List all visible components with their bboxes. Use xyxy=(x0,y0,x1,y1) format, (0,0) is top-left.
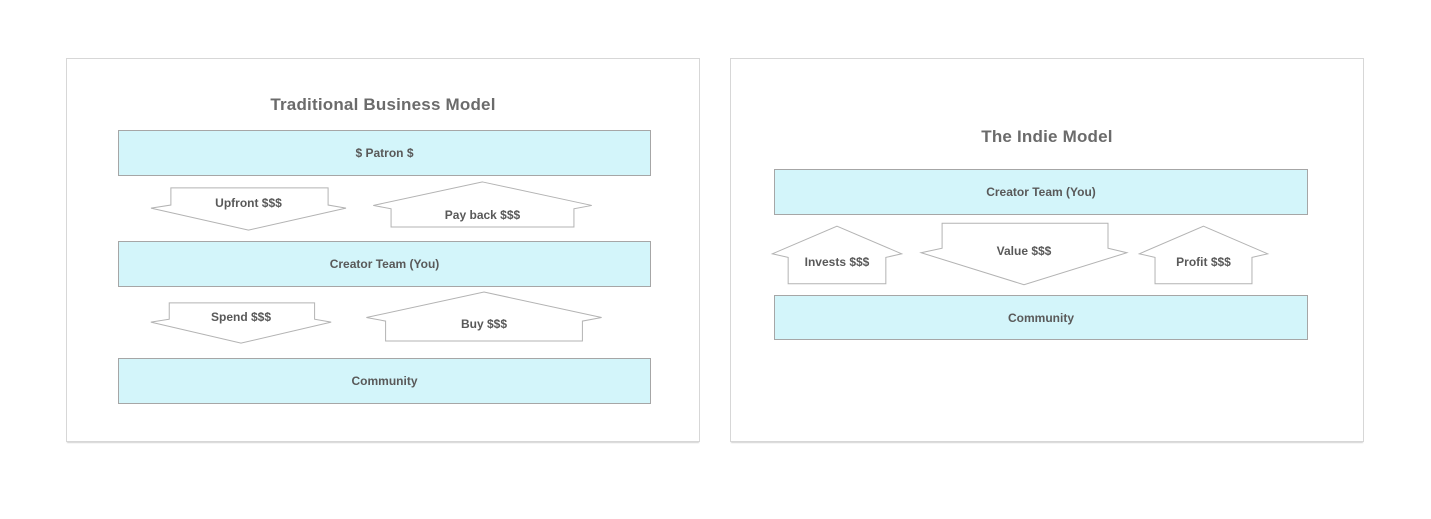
up-arrow-icon xyxy=(1138,225,1269,285)
box-creator-team: Creator Team (You) xyxy=(118,241,651,287)
arrow-label: Value $$$ xyxy=(996,244,1052,258)
arrow-spend: Spend $$$ xyxy=(149,302,333,344)
panel-title: The Indie Model xyxy=(981,127,1113,146)
box-label: Community xyxy=(351,374,418,388)
arrow-invests: Invests $$$ xyxy=(771,225,903,285)
arrow-label: Profit $$$ xyxy=(1176,255,1231,269)
up-arrow-icon xyxy=(371,181,594,228)
arrow-buy: Buy $$$ xyxy=(364,291,604,342)
arrow-label: Spend $$$ xyxy=(210,310,272,324)
box-label: Community xyxy=(1008,310,1074,325)
arrow-value: Value $$$ xyxy=(919,222,1129,286)
arrow-label: Invests $$$ xyxy=(804,255,870,269)
down-arrow-icon xyxy=(919,222,1129,286)
box-community: Community xyxy=(774,295,1308,340)
arrow-upfront: Upfront $$$ xyxy=(149,187,348,231)
box-patron: $ Patron $ xyxy=(118,130,651,176)
up-arrow-icon xyxy=(364,291,604,342)
panel-traditional-model: Traditional Business Model $ Patron $ Up… xyxy=(66,58,700,442)
panel-indie-model: The Indie Model Creator Team (You) Inves… xyxy=(730,58,1364,442)
arrow-label: Pay back $$$ xyxy=(444,208,521,222)
box-creator-team: Creator Team (You) xyxy=(774,169,1308,215)
arrow-label: Upfront $$$ xyxy=(215,196,282,210)
down-arrow-icon xyxy=(149,187,348,231)
box-label: $ Patron $ xyxy=(355,146,414,160)
up-arrow-icon xyxy=(771,225,903,285)
box-community: Community xyxy=(118,358,651,404)
box-label: Creator Team (You) xyxy=(329,257,440,271)
box-label: Creator Team (You) xyxy=(986,185,1096,199)
arrow-payback: Pay back $$$ xyxy=(371,181,594,228)
down-arrow-icon xyxy=(149,302,333,344)
panel-title: Traditional Business Model xyxy=(270,95,496,114)
arrow-label: Buy $$$ xyxy=(460,317,508,331)
arrow-profit: Profit $$$ xyxy=(1138,225,1269,285)
